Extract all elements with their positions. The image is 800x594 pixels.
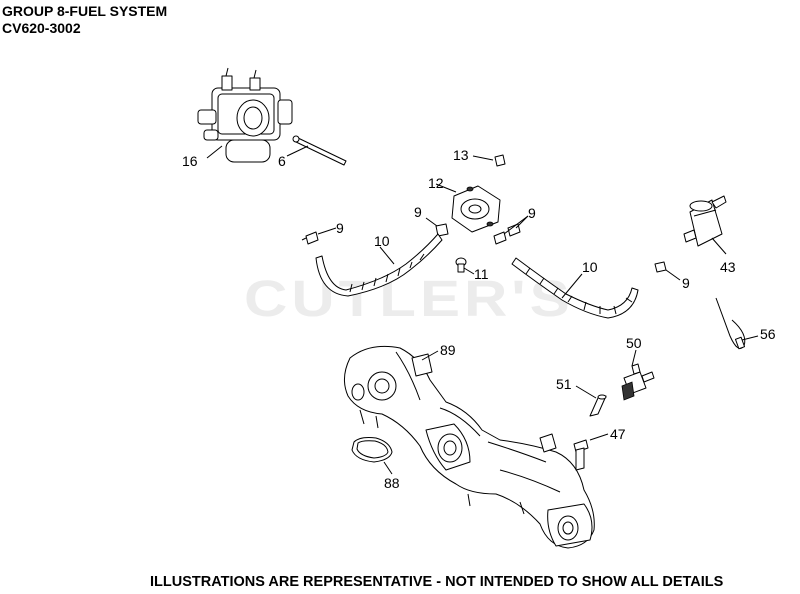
callout-9-right: 9 — [682, 275, 690, 291]
fuel-pump-clip-part[interactable] — [494, 154, 506, 167]
callout-51: 51 — [556, 376, 572, 392]
callout-10-left: 10 — [374, 233, 390, 249]
hose-clamp-right-part[interactable] — [654, 261, 667, 273]
callout-6: 6 — [278, 153, 286, 169]
fuel-pump-part[interactable] — [451, 185, 501, 233]
hose-clamp-center-part[interactable] — [435, 223, 449, 237]
fuel-hose-right-part[interactable] — [511, 257, 639, 319]
rod-part[interactable] — [292, 135, 347, 166]
fuel-fitting-valve-part[interactable] — [621, 363, 655, 401]
callout-9-center: 9 — [414, 204, 422, 220]
fuel-filter-part[interactable] — [683, 195, 727, 247]
callout-88: 88 — [384, 475, 400, 491]
disclaimer-footer: ILLUSTRATIONS ARE REPRESENTATIVE - NOT I… — [150, 574, 724, 590]
callout-9-pump: 9 — [528, 205, 536, 221]
callout-47: 47 — [610, 426, 626, 442]
intake-manifold-part[interactable] — [344, 345, 595, 549]
callout-43: 43 — [720, 259, 736, 275]
callout-13: 13 — [453, 147, 469, 163]
callout-16: 16 — [182, 153, 198, 169]
fitting-part[interactable] — [455, 257, 467, 273]
callout-50: 50 — [626, 335, 642, 351]
engine-model-title: CV620-3002 — [2, 20, 81, 36]
hose-clamp-left-part[interactable] — [301, 231, 319, 245]
bolt-part[interactable] — [573, 439, 589, 471]
callout-89: 89 — [440, 342, 456, 358]
callout-10-right: 10 — [582, 259, 598, 275]
callout-12: 12 — [428, 175, 444, 191]
watermark-logo: CUTLER'S — [244, 270, 574, 327]
callout-11: 11 — [474, 266, 489, 282]
hose-clamp-pump-part[interactable] — [493, 223, 521, 245]
diagram-group-title: GROUP 8-FUEL SYSTEM — [2, 3, 168, 19]
callout-56: 56 — [760, 326, 776, 342]
pin-part[interactable] — [589, 394, 607, 417]
cable-tie-part[interactable] — [715, 297, 746, 350]
gasket-part[interactable] — [351, 437, 393, 463]
callout-9-left: 9 — [336, 220, 344, 236]
carburetor-part[interactable] — [197, 67, 293, 163]
fuel-hose-left-part[interactable] — [315, 233, 443, 297]
